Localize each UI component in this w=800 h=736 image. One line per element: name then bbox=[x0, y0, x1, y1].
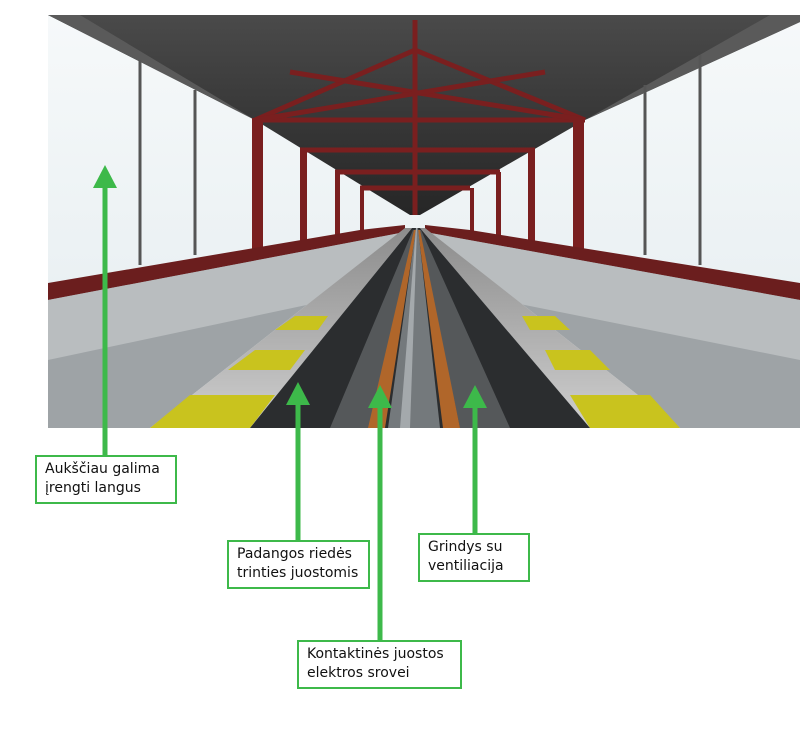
right-contact-strip bbox=[418, 230, 460, 428]
yellow-strips bbox=[150, 316, 680, 428]
columns bbox=[252, 118, 584, 268]
left-contact-strip bbox=[368, 230, 416, 428]
label-contact-line1: Kontaktinės juostos bbox=[307, 646, 444, 662]
roof-trusses bbox=[253, 20, 586, 215]
left-vent bbox=[330, 230, 416, 428]
label-windows-line2: įrengti langus bbox=[45, 480, 141, 496]
label-floor-vent-line2: ventiliacija bbox=[428, 558, 504, 574]
label-windows-line1: Aukščiau galima bbox=[45, 461, 160, 477]
label-contact-line2: elektros srovei bbox=[307, 665, 410, 681]
roof bbox=[48, 15, 800, 215]
right-vent bbox=[418, 230, 510, 428]
center-rail bbox=[388, 228, 440, 428]
label-floor-vent: Grindys su ventiliacija bbox=[418, 533, 530, 582]
label-contact: Kontaktinės juostos elektros srovei bbox=[297, 640, 462, 689]
arrows bbox=[102, 175, 478, 643]
label-floor-vent-line1: Grindys su bbox=[428, 539, 503, 555]
photo bbox=[48, 15, 800, 428]
label-tire-strips: Padangos riedės trinties juostomis bbox=[227, 540, 370, 589]
arrowheads bbox=[93, 165, 487, 408]
label-windows: Aukščiau galima įrengti langus bbox=[35, 455, 177, 504]
label-tire-strips-line2: trinties juostomis bbox=[237, 565, 359, 581]
left-windows bbox=[138, 60, 197, 265]
label-tire-strips-line1: Padangos riedės bbox=[237, 546, 352, 562]
right-windows bbox=[643, 55, 702, 265]
